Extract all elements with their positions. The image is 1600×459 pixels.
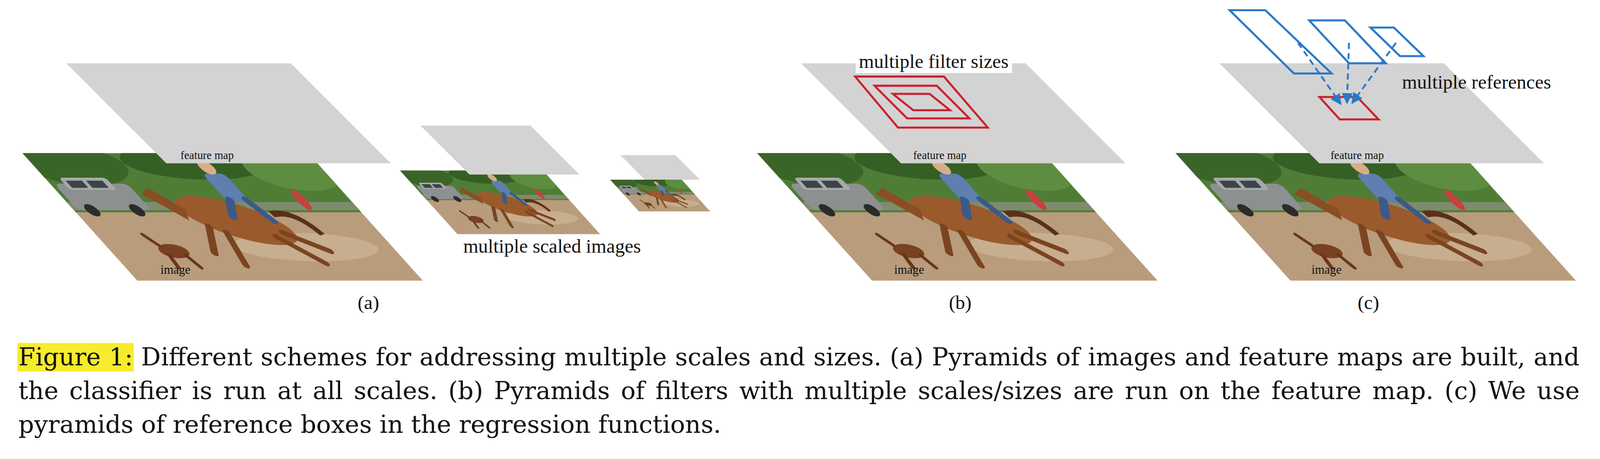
panel-label: (c) (1357, 292, 1380, 314)
feature-map (801, 63, 1126, 164)
part-label: feature map (180, 148, 234, 162)
filter-pyramid (855, 76, 989, 128)
dashed-arrow (1298, 42, 1341, 105)
feature-map (620, 154, 700, 180)
reference-boxes (1229, 10, 1424, 74)
reference-box (1370, 27, 1424, 57)
reference-arrows (1298, 42, 1397, 105)
part-label: image (894, 263, 924, 278)
part-label: feature map (1330, 148, 1384, 162)
anchor-box (1319, 97, 1379, 120)
feature-map (420, 125, 580, 175)
panel-label: (b) (948, 292, 972, 314)
input-image (1156, 142, 1592, 281)
filter-box (893, 94, 951, 111)
panel-label: multiple scaled images (460, 236, 645, 258)
dashed-arrow (1351, 42, 1396, 104)
part-label: image (160, 263, 191, 278)
scaled-image (390, 165, 609, 235)
input-image (3, 142, 439, 281)
panel-label: multiple references (1401, 71, 1551, 94)
feature-map (66, 63, 391, 164)
input-image (737, 142, 1173, 281)
panel-label: multiple filter sizes (855, 51, 1012, 73)
filter-box (874, 85, 970, 119)
scaled-image (605, 177, 714, 212)
panel-label: (a) (357, 292, 380, 314)
part-label: feature map (913, 148, 967, 162)
filter-box (855, 76, 989, 128)
dashed-arrow (1346, 42, 1349, 104)
figure-caption: Figure 1: Different schemes for addressi… (18, 340, 1580, 442)
part-label: image (1311, 263, 1342, 278)
